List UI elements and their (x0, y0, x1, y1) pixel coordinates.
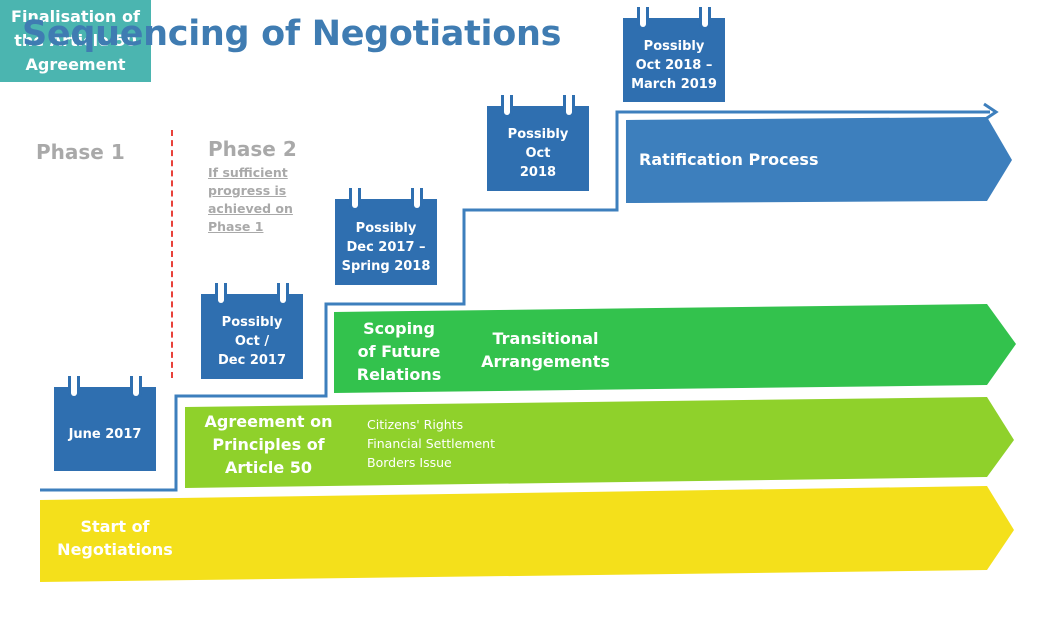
calendar-ring-icon (699, 7, 711, 30)
calendar-label: Possibly Oct 2018 – March 2019 (631, 38, 717, 92)
calendar-june-2017: June 2017 (54, 376, 156, 471)
calendar-label: Possibly Oct / Dec 2017 (217, 315, 287, 368)
finalisation-label: Finalisation of the Article 50 Agreement (11, 7, 140, 74)
agreement-arrow (185, 397, 1014, 488)
ratification-arrow (626, 117, 1012, 203)
finalisation-agreement-box: Finalisation of the Article 50 Agreement (0, 0, 151, 82)
ratification-process-label: Ratification Process (639, 150, 819, 169)
calendar-oct-dec-2017: Possibly Oct / Dec 2017 (201, 283, 303, 379)
calendar-oct-2018: Possibly Oct 2018 (487, 95, 589, 191)
scoping-future-relations-label: Scoping of Future Relations (356, 319, 442, 384)
scoping-arrow (334, 304, 1016, 393)
phase-2-label: Phase 2 (208, 137, 297, 161)
timeline-steps (40, 110, 990, 492)
phase-2-note: If sufficient progress is achieved on Ph… (208, 165, 293, 234)
calendar-ring-icon (637, 7, 649, 30)
calendar-ring-icon (563, 95, 575, 118)
calendar-label: Possibly Oct 2018 (507, 127, 569, 180)
calendar-ring-icon (215, 283, 227, 306)
calendar-label: June 2017 (68, 426, 142, 442)
calendar-ring-icon (130, 376, 142, 399)
agreement-item-citizens-rights: Citizens' Rights (367, 417, 464, 432)
start-of-negotiations-label: Start of Negotiations (57, 517, 173, 559)
phase-1-label: Phase 1 (36, 140, 125, 164)
page-title: Sequencing of Negotiations (22, 14, 562, 54)
agreement-item-financial-settlement: Financial Settlement (367, 436, 495, 451)
calendar-ring-icon (411, 188, 423, 211)
calendar-ring-icon (349, 188, 361, 211)
calendar-label: Possibly Dec 2017 – Spring 2018 (341, 220, 431, 274)
calendar-ring-icon (68, 376, 80, 399)
timeline-arrowhead (983, 102, 999, 122)
start-arrow (40, 486, 1014, 582)
calendar-ring-icon (277, 283, 289, 306)
calendar-ring-icon (501, 95, 513, 118)
transitional-arrangements-label: Transitional Arrangements (481, 329, 610, 371)
agreement-item-borders-issue: Borders Issue (367, 455, 452, 470)
agreement-principles-label: Agreement on Principles of Article 50 (204, 412, 333, 477)
calendar-oct-2018-march-2019: Possibly Oct 2018 – March 2019 (623, 7, 725, 102)
phase-divider (171, 130, 173, 378)
calendar-dec-2017-spring-2018: Possibly Dec 2017 – Spring 2018 (335, 188, 437, 285)
